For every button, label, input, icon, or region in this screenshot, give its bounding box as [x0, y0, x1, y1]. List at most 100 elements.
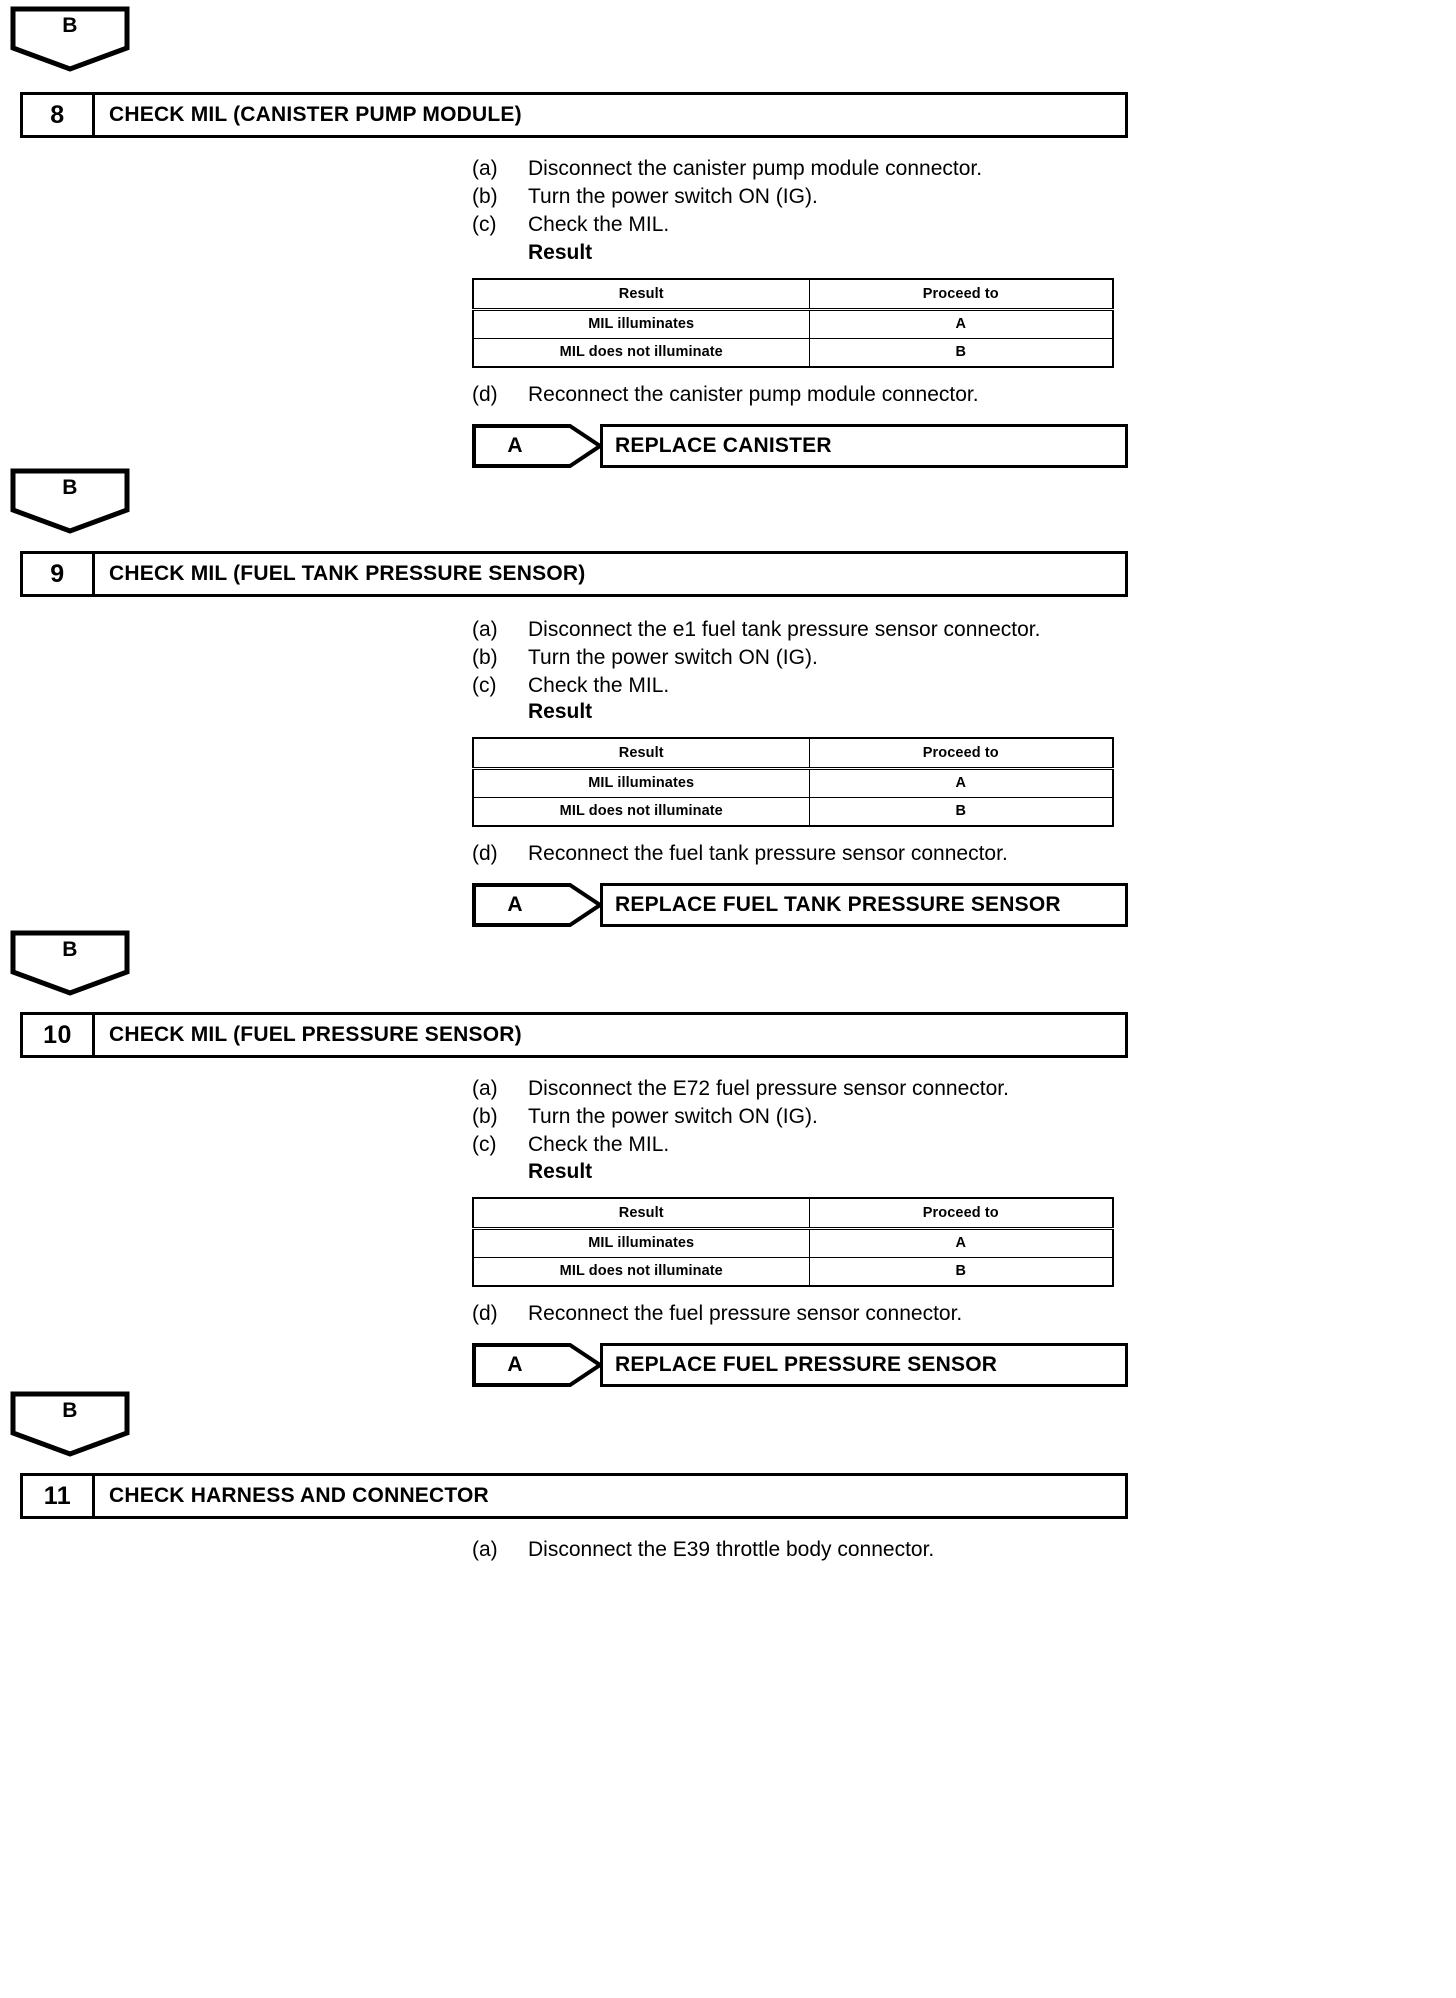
- column-header-result: Result: [472, 737, 810, 770]
- table-row: MIL does not illuminate B: [472, 1257, 1114, 1287]
- table-row: MIL does not illuminate B: [472, 797, 1114, 827]
- step-8-instruction-c: (c) Check the MIL.: [472, 214, 669, 235]
- instruction-text: Check the MIL.: [528, 1133, 670, 1156]
- cell-proceed-to: A: [808, 1228, 1114, 1258]
- step-8-result-heading: Result: [528, 241, 593, 264]
- connector-b-to-step-11: B: [10, 1391, 130, 1457]
- step-8-goto-a-row: A REPLACE CANISTER: [472, 424, 1128, 468]
- step-10-action: REPLACE FUEL PRESSURE SENSOR: [600, 1343, 1128, 1387]
- step-8-instruction-d: (d) Reconnect the canister pump module c…: [472, 384, 979, 405]
- step-8-action: REPLACE CANISTER: [600, 424, 1128, 468]
- cell-proceed-to: A: [808, 768, 1114, 798]
- instruction-marker: (c): [472, 674, 497, 697]
- step-9-result-heading: Result: [528, 700, 593, 723]
- step-10-instruction-d: (d) Reconnect the fuel pressure sensor c…: [472, 1303, 962, 1324]
- chevron-right-icon: [472, 1343, 604, 1387]
- connector-label: A: [507, 1353, 523, 1376]
- step-title: CHECK MIL (CANISTER PUMP MODULE): [109, 103, 522, 126]
- instruction-text: Reconnect the fuel tank pressure sensor …: [528, 842, 1008, 865]
- step-header-10: 10 CHECK MIL (FUEL PRESSURE SENSOR): [20, 1012, 1128, 1058]
- step-header-9: 9 CHECK MIL (FUEL TANK PRESSURE SENSOR): [20, 551, 1128, 597]
- pentagon-down-icon: [10, 6, 130, 72]
- instruction-text: Check the MIL.: [528, 213, 670, 236]
- step-9-goto-a-row: A REPLACE FUEL TANK PRESSURE SENSOR: [472, 883, 1128, 927]
- step-9-instruction-a: (a) Disconnect the e1 fuel tank pressure…: [472, 619, 1040, 640]
- table-row: MIL does not illuminate B: [472, 338, 1114, 368]
- cell-proceed-to: B: [808, 338, 1114, 368]
- step-9-instruction-c: (c) Check the MIL.: [472, 675, 669, 696]
- cell-result: MIL illuminates: [472, 309, 810, 339]
- connector-a-chevron: A: [472, 883, 604, 927]
- instruction-text: Disconnect the canister pump module conn…: [528, 157, 983, 180]
- connector-a-chevron: A: [472, 1343, 604, 1387]
- connector-label: A: [507, 893, 523, 916]
- instruction-text: Disconnect the e1 fuel tank pressure sen…: [528, 618, 1041, 641]
- connector-b-to-step-9: B: [10, 468, 130, 534]
- connector-label: B: [62, 476, 78, 499]
- connector-label: B: [62, 14, 78, 37]
- table-row: MIL illuminates A: [472, 1228, 1114, 1258]
- column-header-result: Result: [472, 1197, 810, 1230]
- instruction-text: Disconnect the E39 throttle body connect…: [528, 1538, 935, 1561]
- pentagon-down-icon: [10, 1391, 130, 1457]
- step-number: 8: [23, 95, 95, 135]
- step-8-result-table: Result Proceed to MIL illuminates A MIL …: [472, 278, 1114, 368]
- instruction-marker: (b): [472, 185, 498, 208]
- connector-label: A: [507, 434, 523, 457]
- instruction-text: Turn the power switch ON (IG).: [528, 1105, 818, 1128]
- table-header-row: Result Proceed to: [472, 1197, 1114, 1230]
- connector-label: B: [62, 938, 78, 961]
- step-title: CHECK MIL (FUEL TANK PRESSURE SENSOR): [109, 562, 586, 585]
- step-header-8: 8 CHECK MIL (CANISTER PUMP MODULE): [20, 92, 1128, 138]
- step-9-action: REPLACE FUEL TANK PRESSURE SENSOR: [600, 883, 1128, 927]
- pentagon-down-icon: [10, 930, 130, 996]
- instruction-marker: (a): [472, 1077, 498, 1100]
- step-9-instruction-d: (d) Reconnect the fuel tank pressure sen…: [472, 843, 1008, 864]
- instruction-marker: (d): [472, 383, 498, 406]
- connector-a-chevron: A: [472, 424, 604, 468]
- cell-result: MIL does not illuminate: [472, 797, 810, 827]
- connector-b-to-step-10: B: [10, 930, 130, 996]
- step-8-instruction-b: (b) Turn the power switch ON (IG).: [472, 186, 818, 207]
- instruction-marker: (a): [472, 1538, 498, 1561]
- cell-result: MIL illuminates: [472, 1228, 810, 1258]
- instruction-text: Reconnect the canister pump module conne…: [528, 383, 979, 406]
- instruction-marker: (c): [472, 213, 497, 236]
- step-11-instruction-a: (a) Disconnect the E39 throttle body con…: [472, 1539, 934, 1560]
- table-header-row: Result Proceed to: [472, 737, 1114, 770]
- table-row: MIL illuminates A: [472, 309, 1114, 339]
- column-header-result: Result: [472, 278, 810, 311]
- cell-result: MIL illuminates: [472, 768, 810, 798]
- cell-proceed-to: A: [808, 309, 1114, 339]
- instruction-marker: (b): [472, 646, 498, 669]
- table-row: MIL illuminates A: [472, 768, 1114, 798]
- step-10-instruction-a: (a) Disconnect the E72 fuel pressure sen…: [472, 1078, 1009, 1099]
- step-number: 11: [23, 1476, 95, 1516]
- cell-proceed-to: B: [808, 797, 1114, 827]
- instruction-text: Reconnect the fuel pressure sensor conne…: [528, 1302, 963, 1325]
- chevron-right-icon: [472, 424, 604, 468]
- step-header-11: 11 CHECK HARNESS AND CONNECTOR: [20, 1473, 1128, 1519]
- step-10-goto-a-row: A REPLACE FUEL PRESSURE SENSOR: [472, 1343, 1128, 1387]
- instruction-marker: (b): [472, 1105, 498, 1128]
- step-10-instruction-b: (b) Turn the power switch ON (IG).: [472, 1106, 818, 1127]
- instruction-text: Turn the power switch ON (IG).: [528, 646, 818, 669]
- column-header-proceed-to: Proceed to: [808, 737, 1114, 770]
- step-number: 9: [23, 554, 95, 594]
- instruction-marker: (d): [472, 1302, 498, 1325]
- step-10-result-table: Result Proceed to MIL illuminates A MIL …: [472, 1197, 1114, 1287]
- instruction-text: Check the MIL.: [528, 674, 670, 697]
- step-10-result-heading: Result: [528, 1160, 593, 1183]
- instruction-marker: (c): [472, 1133, 497, 1156]
- step-number: 10: [23, 1015, 95, 1055]
- cell-result: MIL does not illuminate: [472, 338, 810, 368]
- column-header-proceed-to: Proceed to: [808, 278, 1114, 311]
- instruction-marker: (a): [472, 157, 498, 180]
- instruction-marker: (a): [472, 618, 498, 641]
- cell-result: MIL does not illuminate: [472, 1257, 810, 1287]
- connector-b-to-step-8: B: [10, 6, 130, 72]
- step-9-result-table: Result Proceed to MIL illuminates A MIL …: [472, 737, 1114, 827]
- cell-proceed-to: B: [808, 1257, 1114, 1287]
- table-header-row: Result Proceed to: [472, 278, 1114, 311]
